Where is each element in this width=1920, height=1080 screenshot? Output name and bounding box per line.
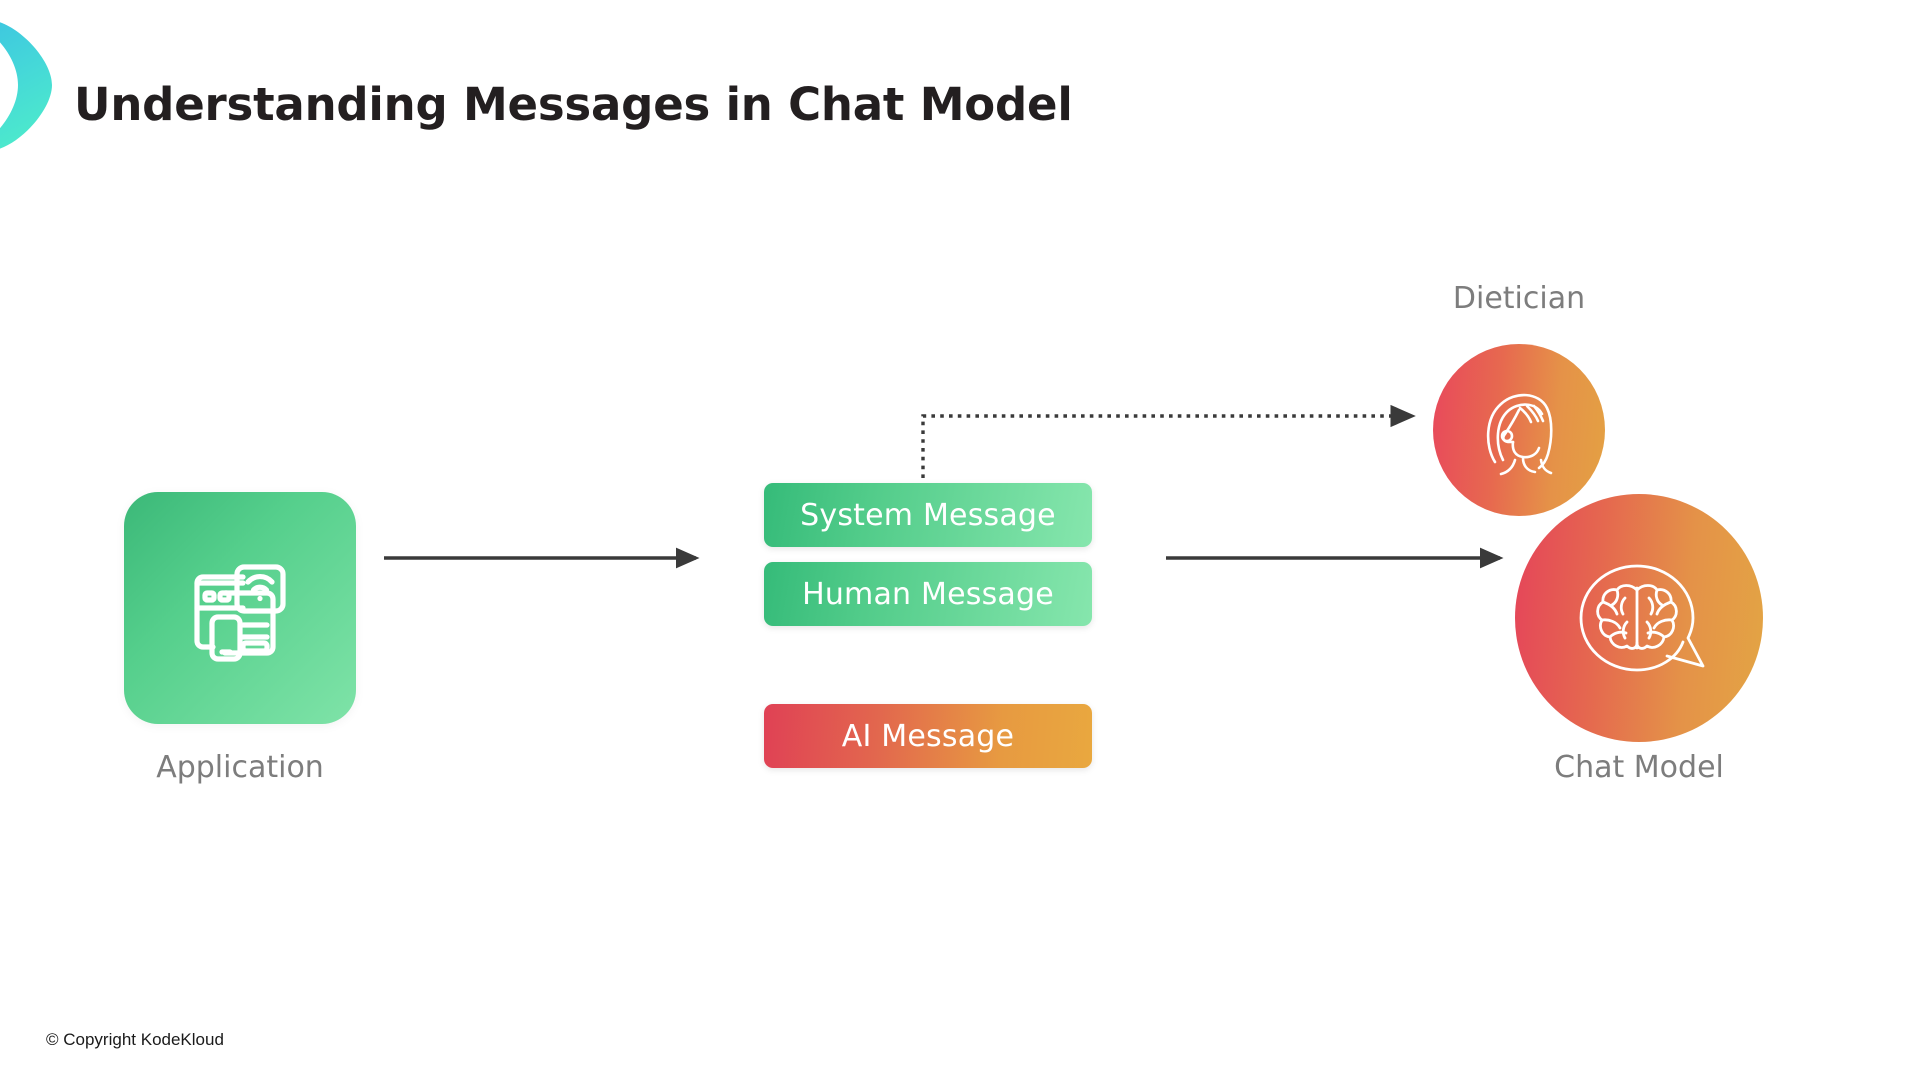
kodekloud-logo-icon [0,18,62,153]
human-message-pill[interactable]: Human Message [764,562,1092,626]
application-node-tile [124,492,356,724]
copyright-notice: © Copyright KodeKloud [46,1030,224,1049]
page-title: Understanding Messages in Chat Model [74,78,1073,131]
ai-message-pill[interactable]: AI Message [764,704,1092,768]
system-message-pill[interactable]: System Message [764,483,1092,547]
human-message-label: Human Message [802,576,1054,612]
arrow-system-message-to-dietician [921,404,1416,478]
chat-model-node-avatar [1515,494,1763,742]
application-node-caption: Application [156,750,324,785]
ai-message-label: AI Message [841,718,1015,754]
dietician-node-caption: Dietician [1452,281,1586,316]
chat-model-node-caption: Chat Model [1554,750,1724,785]
system-message-label: System Message [800,497,1056,533]
dietician-node-avatar [1433,344,1605,516]
